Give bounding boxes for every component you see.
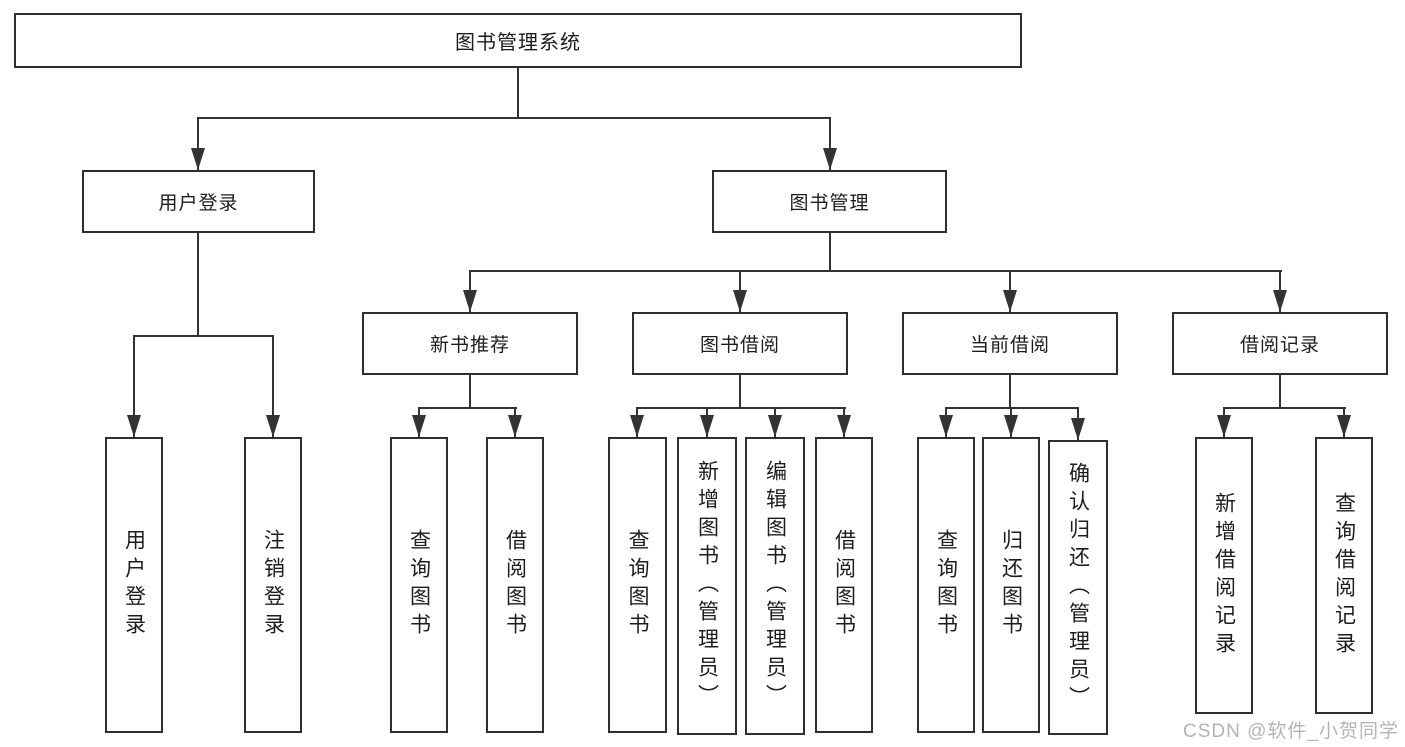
node-current-borrow: 当前借阅	[902, 312, 1118, 375]
arrowhead-down-icon	[1003, 290, 1017, 312]
arrowhead-down-icon	[823, 148, 837, 170]
leaf-query-borrow-record: 查询借阅记录	[1315, 437, 1373, 714]
arrowhead-down-icon	[412, 415, 426, 437]
connector-line	[272, 335, 274, 437]
connector-line	[636, 407, 846, 409]
leaf-add-borrow-record: 新增借阅记录	[1195, 437, 1253, 714]
arrowhead-down-icon	[1273, 290, 1287, 312]
leaf-add-book-admin: 新增图书（管理员）	[677, 437, 737, 735]
arrowhead-down-icon	[700, 415, 714, 437]
node-book-borrow: 图书借阅	[632, 312, 848, 375]
leaf-user-login: 用户登录	[105, 437, 163, 733]
connector-line	[469, 270, 1282, 272]
arrowhead-down-icon	[127, 415, 141, 437]
node-root: 图书管理系统	[14, 13, 1022, 68]
connector-line	[945, 407, 1079, 409]
connector-line	[197, 117, 831, 119]
leaf-confirm-return-admin: 确认归还（管理员）	[1048, 440, 1108, 735]
connector-line	[829, 233, 831, 272]
node-new-book-rec: 新书推荐	[362, 312, 578, 375]
connector-line	[197, 233, 199, 335]
arrowhead-down-icon	[1337, 415, 1351, 437]
connector-line	[1279, 375, 1281, 408]
arrowhead-down-icon	[1071, 418, 1085, 440]
leaf-query-book-3: 查询图书	[917, 437, 975, 733]
arrowhead-down-icon	[1004, 415, 1018, 437]
connector-line	[469, 375, 471, 408]
leaf-borrow-book-2: 借阅图书	[815, 437, 873, 733]
connector-line	[829, 117, 831, 170]
arrowhead-down-icon	[1217, 415, 1231, 437]
arrowhead-down-icon	[768, 415, 782, 437]
node-borrow-record: 借阅记录	[1172, 312, 1388, 375]
connector-line	[418, 407, 517, 409]
arrowhead-down-icon	[733, 290, 747, 312]
leaf-query-book-2: 查询图书	[608, 437, 667, 733]
node-user-login: 用户登录	[82, 170, 315, 233]
leaf-return-book: 归还图书	[982, 437, 1040, 733]
arrowhead-down-icon	[266, 415, 280, 437]
connector-line	[739, 375, 741, 408]
leaf-query-book-1: 查询图书	[390, 437, 448, 733]
connector-line	[517, 68, 519, 118]
connector-line	[133, 335, 135, 437]
connector-line	[133, 335, 274, 337]
leaf-borrow-book-1: 借阅图书	[486, 437, 544, 733]
arrowhead-down-icon	[939, 415, 953, 437]
arrowhead-down-icon	[837, 415, 851, 437]
connector-line	[1009, 375, 1011, 408]
arrowhead-down-icon	[630, 415, 644, 437]
arrowhead-down-icon	[463, 290, 477, 312]
arrowhead-down-icon	[191, 148, 205, 170]
leaf-logout: 注销登录	[244, 437, 302, 733]
connector-line	[197, 117, 199, 170]
arrowhead-down-icon	[508, 415, 522, 437]
leaf-edit-book-admin: 编辑图书（管理员）	[745, 437, 805, 735]
connector-line	[1223, 407, 1346, 409]
node-book-mgmt: 图书管理	[712, 170, 947, 233]
csdn-watermark: CSDN @软件_小贺同学	[1183, 721, 1399, 742]
